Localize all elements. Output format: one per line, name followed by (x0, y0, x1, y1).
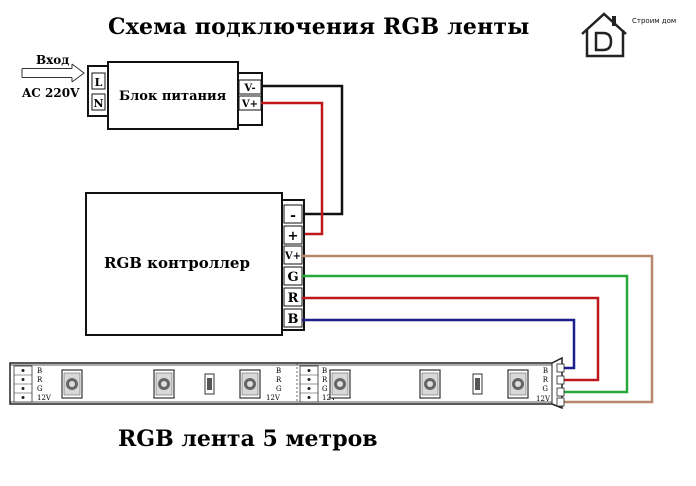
strip-end-pin-g: G (542, 385, 548, 393)
strip-mid2-pin-g: G (322, 385, 328, 393)
strip-mid-pin-g: G (276, 385, 282, 393)
strip-mid-pin-r: R (276, 376, 282, 384)
strip-end-pins: B R G 12V (536, 363, 565, 407)
led-chip (419, 369, 441, 399)
diagram-title: Схема подключения RGB ленты (108, 14, 530, 40)
led-chip (239, 369, 261, 399)
strip-end-pin-r: R (543, 376, 549, 384)
controller-terminals: - + V+ G R B (281, 199, 305, 331)
strip-end-pin-b: B (543, 367, 548, 375)
power-supply-label: Блок питания (119, 89, 227, 104)
power-supply-input-terminals: L N (87, 65, 109, 117)
strip-pin-r: R (37, 376, 43, 384)
wire-red (302, 296, 600, 382)
led-chip (153, 369, 175, 399)
controller-terminal-plus: + (288, 229, 299, 244)
strip-caption: RGB лента 5 метров (118, 426, 378, 452)
resistor (204, 373, 215, 395)
strip-end-pin-12v: 12V (536, 395, 551, 403)
led-chip (61, 369, 83, 399)
input-label-top: Вход (36, 53, 69, 67)
strip-mid2-pin-r: R (322, 376, 328, 384)
strip-pads-2: B R G 12V B R G 12V (266, 365, 337, 403)
input-arrow (21, 63, 85, 83)
strip-mid-pin-12v: 12V (266, 394, 281, 402)
power-supply-output-terminals: V- V+ (237, 72, 263, 126)
controller-terminal-vplus: V+ (284, 251, 301, 262)
house-d-icon (581, 12, 627, 58)
strip-pads-1: B R G 12V (13, 365, 52, 403)
controller-terminal-b: B (288, 312, 299, 327)
controller-terminal-minus: - (290, 208, 296, 224)
resistor (472, 373, 483, 395)
strip-pin-12v: 12V (37, 394, 52, 402)
terminal-v-plus: V+ (241, 99, 258, 110)
led-chip (329, 369, 351, 399)
controller-terminal-g: G (287, 270, 298, 285)
wire-positive (261, 101, 324, 236)
controller-label: RGB контроллер (104, 254, 250, 272)
terminal-v-minus: V- (243, 83, 255, 94)
controller-terminal-r: R (288, 291, 299, 306)
led-chip (507, 369, 529, 399)
wire-blue (302, 318, 576, 370)
strip-pin-b: B (37, 367, 42, 375)
wire-green (302, 274, 629, 394)
logo-text: Строим дом (632, 17, 677, 25)
terminal-l: L (95, 76, 103, 89)
strip-mid2-pin-b: B (322, 367, 327, 375)
strip-mid-pin-b: B (276, 367, 281, 375)
power-supply-box (107, 61, 239, 130)
strip-pin-g: G (37, 385, 43, 393)
input-label-bottom: AC 220V (21, 86, 80, 100)
wire-12v (302, 254, 654, 404)
led-strip: B R G 12V B R G 12V B R G 12V B R G (9, 356, 565, 410)
terminal-n: N (93, 97, 103, 110)
